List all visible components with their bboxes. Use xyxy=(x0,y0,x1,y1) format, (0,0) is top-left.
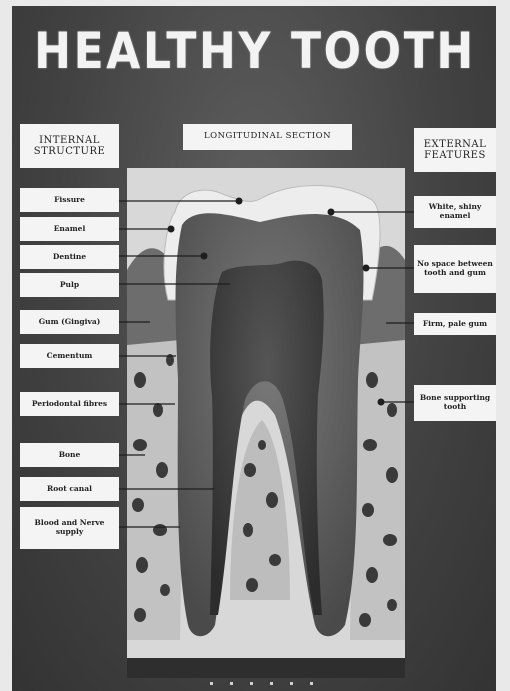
label-white-shiny-enamel: White, shiny enamel xyxy=(414,196,496,228)
blood-supply-band xyxy=(127,658,405,678)
label-bone-supporting-tooth: Bone supporting tooth xyxy=(414,385,496,421)
label-blood-nerve-supply: Blood and Nerve supply xyxy=(20,507,119,549)
label-no-space-tooth-gum: No space between tooth and gum xyxy=(414,245,496,293)
label-cementum: Cementum xyxy=(20,344,119,368)
label-dentine: Dentine xyxy=(20,245,119,269)
label-pulp: Pulp xyxy=(20,273,119,297)
bottom-ticks xyxy=(210,682,313,685)
label-bone: Bone xyxy=(20,443,119,467)
label-fissure: Fissure xyxy=(20,188,119,212)
label-periodontal-fibres: Periodontal fibres xyxy=(20,392,119,416)
label-firm-pale-gum: Firm, pale gum xyxy=(414,313,496,335)
label-root-canal: Root canal xyxy=(20,477,119,501)
label-gum-gingiva: Gum (Gingiva) xyxy=(20,310,119,334)
label-enamel: Enamel xyxy=(20,217,119,241)
